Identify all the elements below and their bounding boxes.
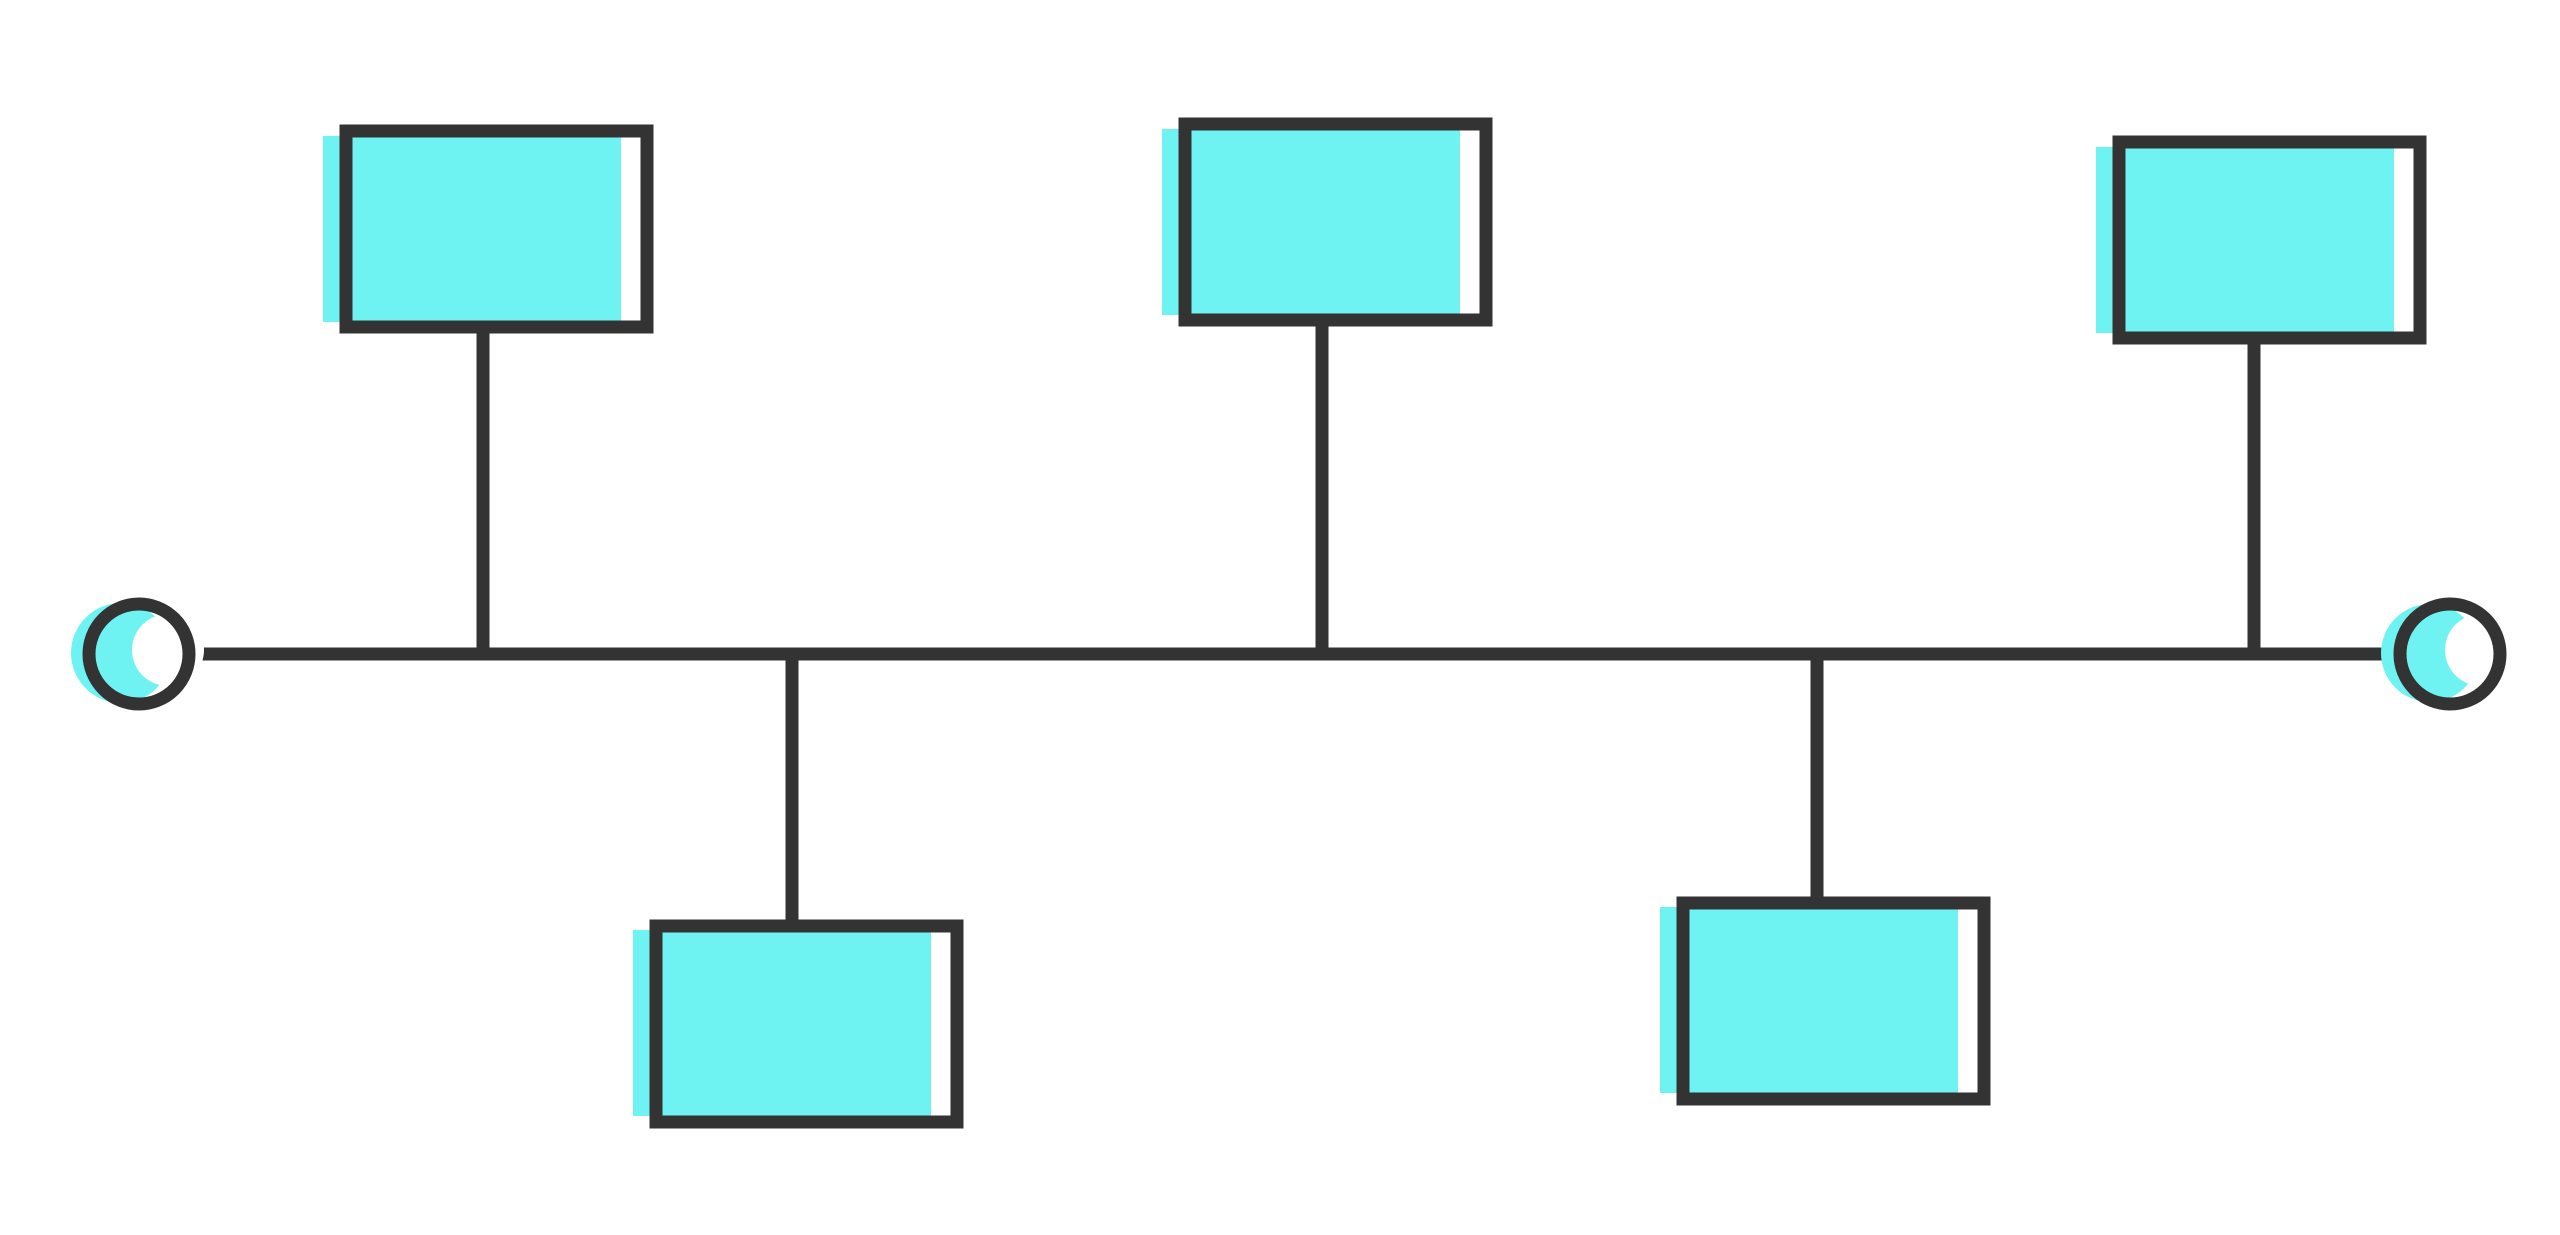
node-5-shadow: [2096, 147, 2394, 333]
node-4-shadow: [1660, 907, 1958, 1093]
timeline-start-circle: [71, 597, 204, 711]
node-5-box: [2112, 135, 2427, 345]
timeline-node-1: [323, 124, 654, 648]
node-2-box: [649, 919, 964, 1129]
node-1-shadow: [323, 136, 621, 322]
timeline-end-circle: [2381, 597, 2517, 711]
timeline-node-2: [633, 660, 964, 1129]
timeline-node-4: [1660, 660, 1991, 1106]
timeline-node-3: [1162, 117, 1493, 648]
node-3-box: [1178, 117, 1493, 327]
node-3-shadow: [1162, 129, 1460, 315]
node-2-shadow: [633, 930, 931, 1116]
timeline-node-5: [2096, 135, 2427, 648]
node-1-box: [339, 124, 654, 334]
node-4-box: [1676, 896, 1991, 1106]
